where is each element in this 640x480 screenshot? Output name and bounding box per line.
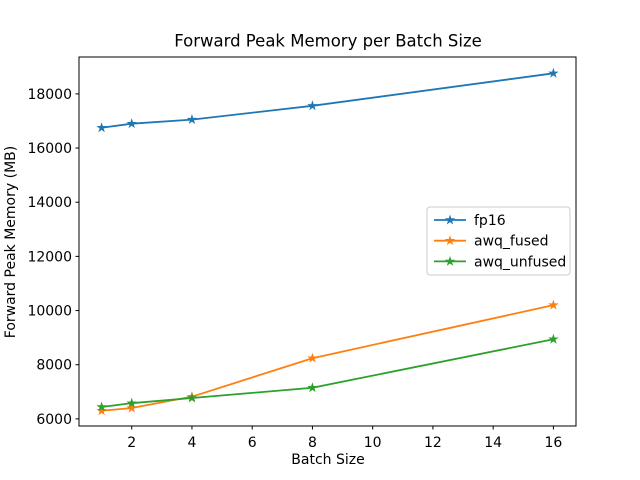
chart-title: Forward Peak Memory per Batch Size [174, 31, 482, 51]
x-tick-label: 16 [544, 435, 562, 451]
series-markers-fp16 [96, 67, 559, 133]
y-tick-label: 18000 [27, 87, 72, 103]
y-tick-label: 6000 [36, 412, 72, 428]
x-tick-label: 12 [424, 435, 442, 451]
marker-fp16-batch2 [126, 118, 137, 129]
marker-awq_unfused-batch1 [96, 401, 107, 412]
x-axis-label: Batch Size [291, 452, 365, 468]
marker-awq_unfused-batch4 [186, 392, 198, 403]
x-tick-label: 14 [484, 435, 502, 451]
y-tick-label: 12000 [27, 249, 72, 265]
y-axis-label: Forward Peak Memory (MB) [3, 145, 19, 339]
legend-label-fp16: fp16 [474, 213, 506, 229]
x-tick-label: 4 [187, 435, 196, 451]
legend-marker-awq_fused [444, 235, 456, 246]
series-line-awq_unfused [100, 338, 555, 408]
marker-awq_fused-batch1 [96, 405, 107, 416]
marker-fp16-batch1 [96, 122, 107, 133]
y-tick-label: 16000 [27, 141, 72, 157]
legend: fp16 awq_fused awq_unfused [426, 206, 571, 276]
legend-marker-awq_unfused [444, 255, 456, 266]
x-tick-label: 8 [308, 435, 317, 451]
series-line-awq_fused [100, 304, 555, 412]
x-tick-label: 6 [248, 435, 257, 451]
axes-frame [78, 56, 577, 427]
marker-awq_unfused-batch16 [548, 333, 559, 344]
legend-label-awq_fused: awq_fused [474, 234, 549, 250]
series-markers-awq_fused [96, 299, 559, 416]
series-line-fp16 [100, 72, 555, 129]
marker-awq_unfused-batch8 [307, 382, 318, 393]
y-tick-label: 14000 [27, 195, 72, 211]
legend-marker-fp16 [444, 214, 456, 225]
legend-label-awq_unfused: awq_unfused [474, 254, 566, 270]
series-markers-awq_unfused [96, 333, 559, 412]
marker-awq_fused-batch2 [126, 402, 137, 413]
y-tick-label: 8000 [36, 358, 72, 374]
marker-awq_unfused-batch2 [126, 397, 137, 408]
marker-awq_fused-batch16 [548, 299, 559, 310]
marker-awq_fused-batch8 [307, 352, 318, 363]
marker-fp16-batch8 [307, 100, 318, 111]
x-tick-label: 10 [364, 435, 382, 451]
marker-fp16-batch4 [186, 114, 198, 125]
marker-fp16-batch16 [548, 67, 559, 78]
y-tick-label: 10000 [27, 304, 72, 320]
legend-box [426, 206, 571, 276]
x-tick-label: 2 [127, 435, 136, 451]
